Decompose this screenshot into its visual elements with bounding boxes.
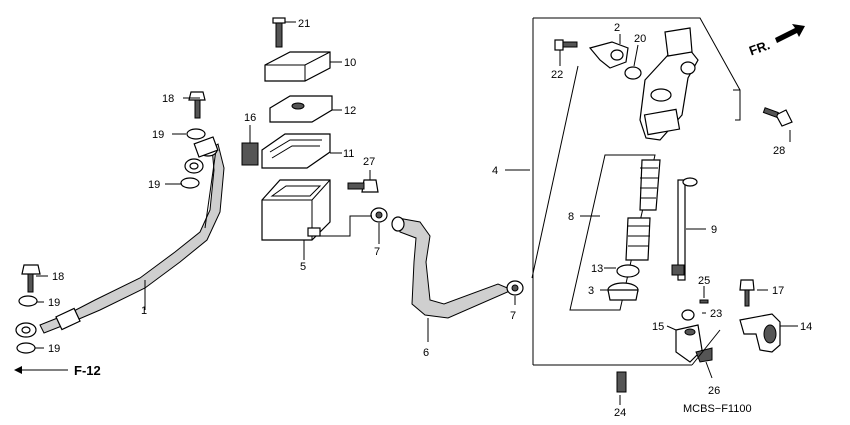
screw-21 <box>272 17 286 48</box>
pin-26 <box>695 347 713 363</box>
callout-p22: 22 <box>551 69 563 81</box>
clevis-15 <box>675 324 703 363</box>
callout-p17: 17 <box>772 285 784 297</box>
callout-p21: 21 <box>298 18 310 30</box>
callout-p3: 3 <box>588 285 594 297</box>
banjo-bolt-lower <box>21 264 41 293</box>
callout-p6: 6 <box>423 347 429 359</box>
bolt-28 <box>762 107 793 127</box>
callout-p10: 10 <box>344 57 356 69</box>
leader-lines <box>22 17 798 405</box>
banjo-bolt-upper <box>188 91 206 119</box>
callout-p14: 14 <box>800 321 812 333</box>
callout-p13: 13 <box>591 263 603 275</box>
push-rod <box>671 177 698 281</box>
callout-p12: 12 <box>344 105 356 117</box>
piston-set <box>569 154 661 311</box>
reservoir-hose <box>391 216 514 319</box>
callout-p9: 9 <box>711 224 717 236</box>
bolt-17 <box>739 279 755 307</box>
callout-p7a: 7 <box>374 246 380 258</box>
cotter-pin-24 <box>616 371 627 393</box>
ref-arrow <box>14 366 22 374</box>
brake-hose <box>15 136 225 338</box>
callout-p20: 20 <box>634 33 646 45</box>
hose-clamp-a <box>370 207 388 223</box>
callout-p2: 2 <box>614 22 620 34</box>
cotter-pin-25 <box>699 299 709 304</box>
ref-label: F-12 <box>74 363 101 378</box>
callout-p16: 16 <box>244 112 256 124</box>
screw-22 <box>554 39 578 51</box>
nut-23 <box>681 309 695 321</box>
callout-p19b: 19 <box>148 179 160 191</box>
parts-drawings <box>14 17 805 405</box>
circlip-13 <box>616 264 640 278</box>
callout-p4: 4 <box>492 165 498 177</box>
diaphragm <box>261 133 331 169</box>
callout-p25: 25 <box>698 275 710 287</box>
callout-p8: 8 <box>568 211 574 223</box>
master-cylinder-assembly <box>639 27 699 141</box>
master-cylinder-body <box>261 179 331 241</box>
sealing-washer-2 <box>180 177 200 189</box>
callout-p19d: 19 <box>48 343 60 355</box>
callout-p7b: 7 <box>510 310 516 322</box>
o-ring-20 <box>624 66 642 80</box>
callout-labels: 1234567789101112131415161718181919191920… <box>48 18 812 419</box>
clip-16 <box>241 142 259 166</box>
callout-p26: 26 <box>708 385 720 397</box>
bracket-14 <box>739 313 781 353</box>
sealing-washer-4 <box>16 342 36 354</box>
bolt-27 <box>347 179 379 193</box>
callout-p27: 27 <box>363 156 375 168</box>
callout-p18b: 18 <box>52 271 64 283</box>
callout-p19c: 19 <box>48 297 60 309</box>
front-direction-arrow <box>775 24 805 43</box>
callout-p5: 5 <box>300 261 306 273</box>
callout-p28: 28 <box>773 145 785 157</box>
callout-p23: 23 <box>710 308 722 320</box>
sealing-washer-3 <box>18 295 38 307</box>
hose-clamp-b <box>506 280 524 296</box>
callout-p1: 1 <box>141 305 147 317</box>
reservoir-cap <box>264 51 331 82</box>
boot-3 <box>607 282 639 301</box>
drawing-code: MCBS−F1100 <box>683 403 752 415</box>
callout-p11: 11 <box>343 148 354 160</box>
sealing-washer-1 <box>186 128 206 140</box>
front-label: FR. <box>747 37 772 58</box>
callout-p18a: 18 <box>162 93 174 105</box>
callout-p19a: 19 <box>152 129 164 141</box>
callout-p15: 15 <box>652 321 664 333</box>
joint-2 <box>588 41 629 69</box>
diaphragm-plate <box>269 95 333 123</box>
callout-p24: 24 <box>614 407 626 419</box>
